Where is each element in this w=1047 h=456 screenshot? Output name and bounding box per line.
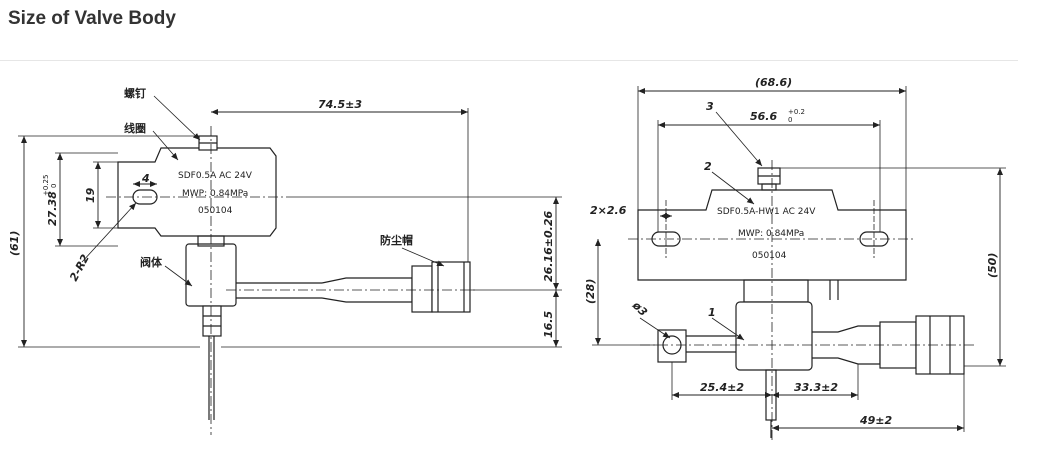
dim-pipe-dia: ø3 xyxy=(629,298,650,319)
dim-hole-spacing: 19 xyxy=(84,187,97,203)
dim-radius: 2-R2 xyxy=(67,252,92,283)
dim-overall-width: (68.6) xyxy=(755,76,792,89)
section-divider xyxy=(0,60,1018,61)
page-title: Size of Valve Body xyxy=(8,8,176,29)
label-coil: 线圈 xyxy=(124,121,146,135)
dim-base-height: 16.5 xyxy=(542,311,555,338)
inlet-fitting xyxy=(657,329,687,363)
dim-outlet-height: 26.16±0.26 xyxy=(542,211,555,282)
label-screw: 螺钉 xyxy=(124,86,146,100)
right-coil-model: SDF0.5A-HW1 AC 24V xyxy=(717,207,816,217)
dim-inlet-offset: 25.4±2 xyxy=(700,381,744,394)
dim-right-total-height: (50) xyxy=(986,253,999,278)
technical-drawing-svg: 螺钉 线圈 阀体 防尘帽 SDF0.5A AC 24V MWP: 0.84MPa… xyxy=(8,76,1006,440)
label-dust-cap: 防尘帽 xyxy=(380,233,413,247)
dim-coil-height: 27.38 xyxy=(46,191,59,226)
dim-coil-height-tol-upper: +0.25 xyxy=(42,175,50,196)
callout-1: 1 xyxy=(708,306,716,319)
label-valve-body: 阀体 xyxy=(140,255,163,269)
callout-3: 3 xyxy=(706,100,714,113)
dim-coil-height-tol-lower: 0 xyxy=(50,184,58,188)
left-coil-pressure: MWP: 0.84MPa xyxy=(182,189,248,199)
coil-body xyxy=(117,147,277,237)
right-view xyxy=(592,86,1006,440)
dim-slot: 2×2.6 xyxy=(590,204,627,217)
left-coil-code: 050104 xyxy=(198,206,233,216)
right-coil-code: 050104 xyxy=(752,251,787,261)
dim-length: 74.5±3 xyxy=(318,98,362,111)
outlet-nut xyxy=(411,265,433,313)
right-valve-body xyxy=(735,301,813,371)
valve-body-drawing: 螺钉 线圈 阀体 防尘帽 SDF0.5A AC 24V MWP: 0.84MPa… xyxy=(0,61,1047,451)
dim-outlet-length: 49±2 xyxy=(859,414,893,427)
dim-hole-distance-tol-lower: 0 xyxy=(788,116,792,124)
left-view xyxy=(18,95,562,435)
dim-body-height: (28) xyxy=(584,279,597,304)
dim-hole-distance: 56.6 xyxy=(750,110,777,123)
right-coil-pressure: MWP: 0.84MPa xyxy=(738,229,804,239)
dim-left-total-height: (61) xyxy=(8,231,21,256)
callout-2: 2 xyxy=(704,160,712,173)
dim-outlet-offset: 33.3±2 xyxy=(794,381,838,394)
dim-slot-width: 4 xyxy=(141,172,150,185)
left-coil-model: SDF0.5A AC 24V xyxy=(178,171,253,181)
dim-hole-distance-tol-upper: +0.2 xyxy=(788,108,805,116)
